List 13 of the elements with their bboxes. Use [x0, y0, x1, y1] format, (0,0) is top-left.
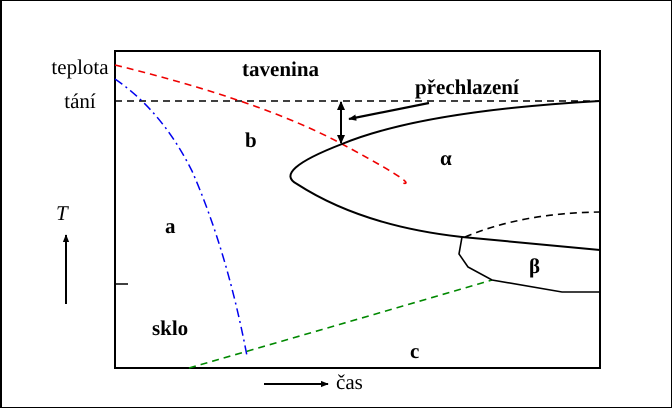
leader-arrow [348, 102, 430, 121]
axis-label: čas [336, 370, 363, 394]
axis-label: teplota tání [50, 54, 110, 115]
region-label: α [440, 146, 452, 170]
region-label: c [410, 339, 420, 364]
region-label: a [165, 214, 176, 238]
region-label: b [245, 128, 257, 152]
region-label: tavenina [242, 57, 320, 82]
region-label: β [529, 254, 540, 278]
callout-label: přechlazení [415, 76, 519, 100]
region-label: sklo [152, 316, 188, 340]
axis-label: T [56, 201, 68, 226]
undercooling-double-arrow [335, 101, 347, 144]
